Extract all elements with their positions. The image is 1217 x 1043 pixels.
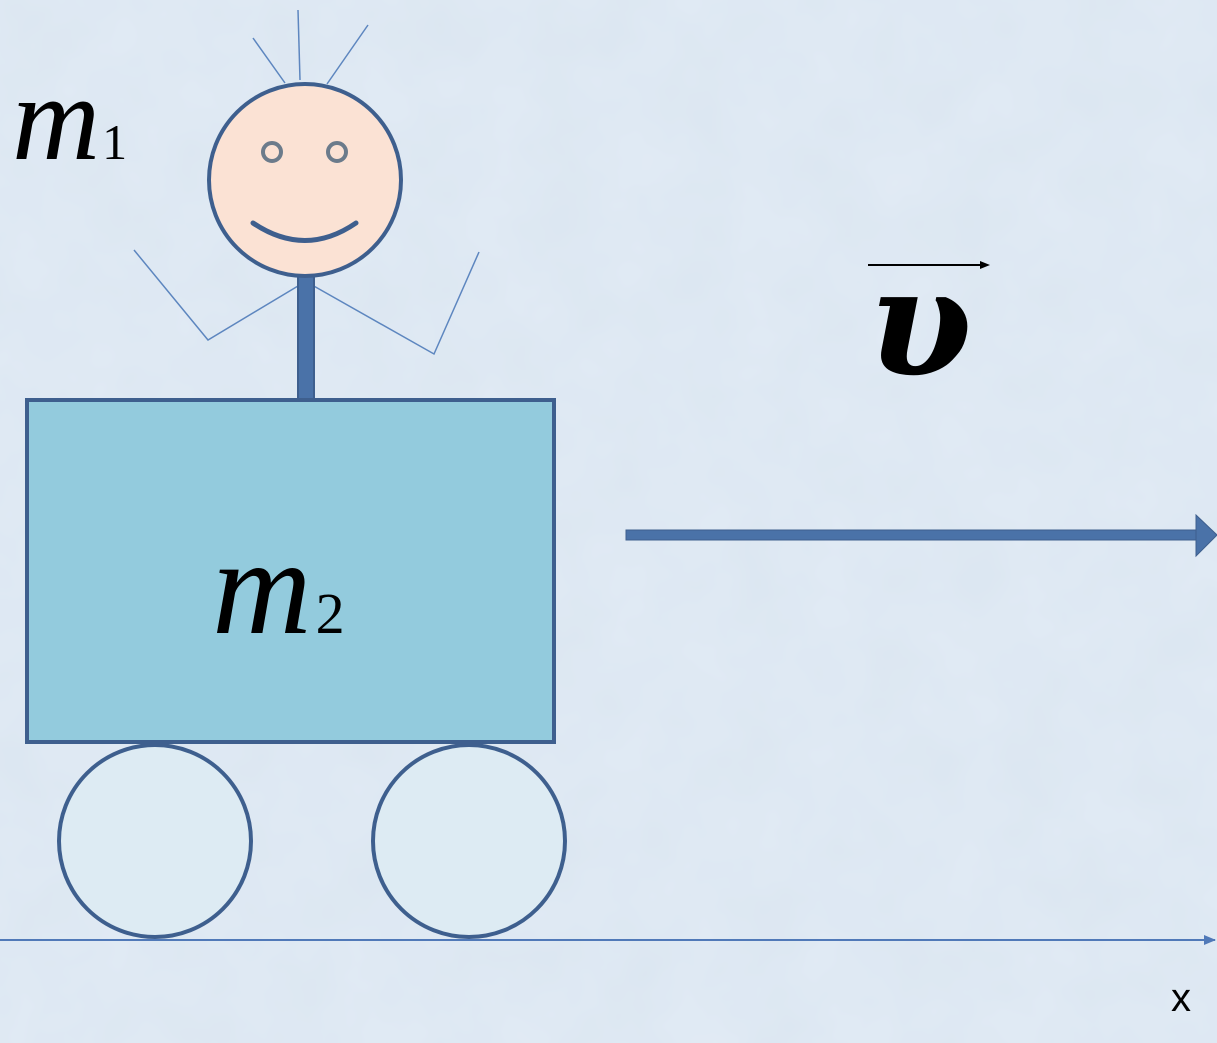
- left-eye-icon: [261, 141, 283, 163]
- velocity-symbol: υ: [868, 235, 973, 411]
- right-eye-icon: [326, 141, 348, 163]
- person-mass-label: m1: [12, 58, 127, 180]
- cart-body: [25, 398, 556, 744]
- cart-mass-label: m2: [212, 518, 345, 656]
- person-arms: [133, 249, 480, 356]
- person-mass-subscript: 1: [102, 114, 128, 170]
- cart-mass-subscript: 2: [315, 581, 345, 646]
- cart-mass-symbol: m: [212, 510, 312, 663]
- smile-icon: [250, 220, 359, 243]
- person-head: [207, 82, 403, 278]
- left-arm: [133, 249, 304, 341]
- person-mass-symbol: m: [12, 51, 101, 186]
- vector-overbar: [868, 261, 990, 269]
- person-body: [297, 273, 315, 403]
- axis-label: x: [1171, 976, 1191, 1020]
- hair: [252, 9, 369, 85]
- rear-wheel: [371, 743, 567, 939]
- front-wheel: [57, 743, 253, 939]
- velocity-arrow: [625, 513, 1217, 558]
- right-arm: [311, 251, 480, 356]
